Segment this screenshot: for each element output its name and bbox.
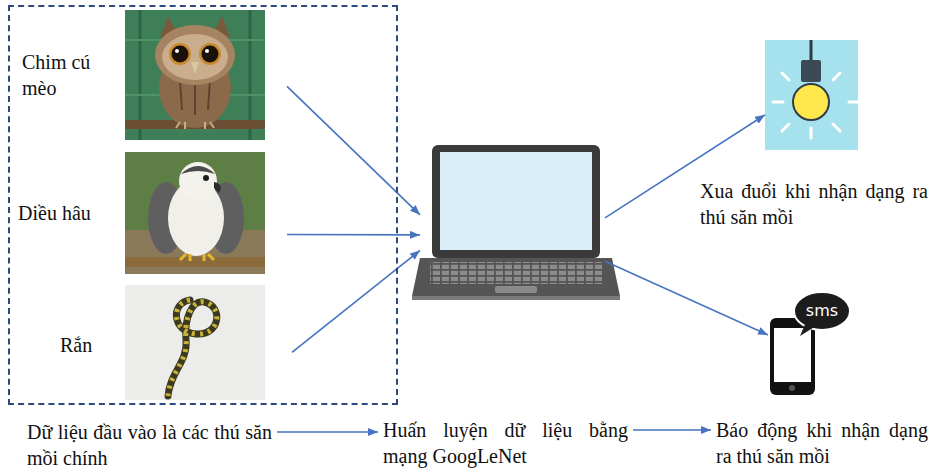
snake-photo-part [125, 285, 265, 400]
owl-photo [125, 10, 265, 140]
hawk-photo-part [203, 175, 209, 181]
owl-photo-part [125, 10, 265, 140]
hawk-photo-part [180, 254, 214, 261]
hawk-photo-part [181, 166, 215, 174]
hawk-photo [125, 152, 265, 274]
predator-item: Rắn [14, 284, 292, 404]
input-group: Dữ liệu đầu vào là các thú săn mồi chính… [8, 5, 398, 405]
bulb-icon [765, 40, 859, 150]
node-caption: Báo động khi nhận dạng ra thú săn mồi [716, 417, 928, 469]
snake-photo [125, 285, 265, 400]
laptop-icon-part [412, 296, 620, 300]
owl-photo-part [205, 49, 209, 53]
laptop-icon-part [430, 262, 602, 284]
node-caption: Huấn luyện dữ liệu bằng mạng GoogLeNet [383, 417, 628, 469]
flow-arrow [287, 234, 420, 236]
owl-photo-part [199, 43, 221, 65]
phone-icon-part [789, 385, 795, 391]
owl-photo-part [155, 25, 235, 85]
owl-photo-part [202, 46, 219, 63]
flow-arrow [292, 250, 420, 352]
owl-photo-part [191, 62, 199, 74]
hawk-photo-part [125, 257, 265, 267]
laptop-icon-part [495, 286, 537, 293]
flow-arrow [605, 115, 765, 218]
node-label: Rắn [60, 332, 120, 358]
owl-photo-part [162, 34, 228, 80]
phone-icon-part [800, 322, 816, 336]
owl-photo-part [175, 49, 179, 53]
laptop-node: Huấn luyện dữ liệu bằng mạng GoogLeNet [420, 145, 605, 300]
hawk-photo-part [179, 162, 217, 200]
owl-photo-part [172, 46, 189, 63]
owl-photo-part [176, 122, 214, 129]
snake-photo-part [168, 300, 217, 396]
predator-item: Diều hâu [14, 152, 287, 277]
node-label: Chim cú mèo [22, 49, 117, 101]
flow-arrow [287, 86, 420, 214]
bulb-icon-part [765, 40, 858, 150]
repel-node: Xua đuổi khi nhận dạng ra thú săn mồi [765, 40, 858, 150]
bulb-icon-part [810, 40, 813, 62]
laptop-icon [412, 145, 620, 300]
phone-icon-part [794, 292, 850, 330]
hawk-photo-part [214, 182, 221, 193]
laptop-icon-part [440, 152, 592, 250]
predator-item: Chim cú mèo [17, 10, 287, 144]
node-caption: Xua đuổi khi nhận dạng ra thú săn mồi [700, 178, 928, 230]
snake-photo-part [168, 300, 217, 396]
laptop-icon-part [412, 258, 620, 296]
laptop-icon-part [432, 145, 600, 258]
bulb-icon-part [793, 84, 829, 120]
bulb-icon-part [801, 60, 821, 82]
flow-arrow [277, 431, 378, 433]
hawk-photo-part [125, 152, 265, 274]
phone-icon-part [774, 328, 811, 382]
phone-icon-part [770, 318, 815, 395]
icon-label: sms [794, 300, 850, 322]
owl-photo-part [169, 43, 191, 65]
bulb-icon-part [773, 73, 859, 138]
flow-arrow [605, 261, 768, 335]
node-label: Diều hâu [18, 200, 118, 226]
flow-arrow [633, 429, 711, 431]
phone-icon [770, 292, 850, 395]
node-caption: Dữ liệu đầu vào là các thú săn mồi chính [27, 419, 272, 471]
